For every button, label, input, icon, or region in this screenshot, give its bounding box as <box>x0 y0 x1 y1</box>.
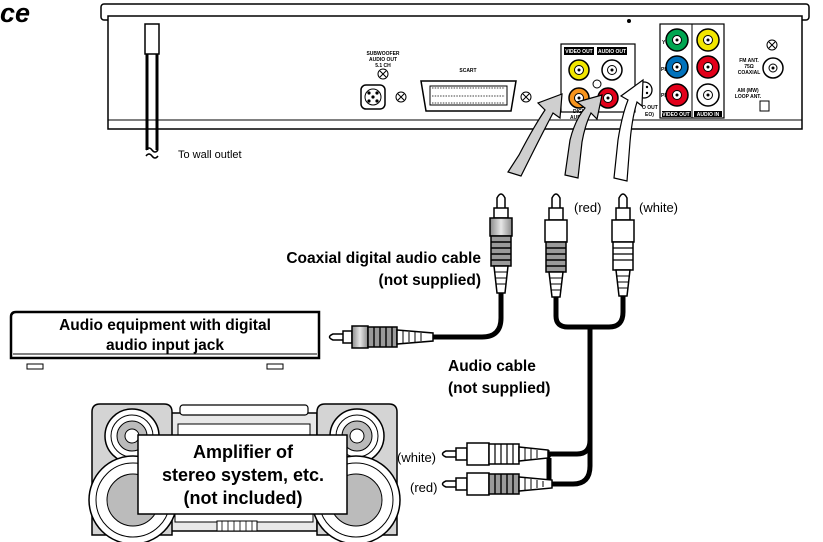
fm-label-1: FM ANT. <box>739 58 759 64</box>
subwoofer-label: SUBWOOFER AUDIO OUT 5.1 CH <box>366 51 399 69</box>
white-plug-top <box>611 193 635 297</box>
subwoofer-line-3: 5.1 CH <box>375 63 391 69</box>
green-jack <box>665 28 689 52</box>
power-cord <box>144 23 160 159</box>
scart-label: SCART <box>459 68 476 74</box>
audio-cable <box>441 193 635 496</box>
video-out-label: VIDEO OUT <box>565 49 593 55</box>
am-label-1: AM (MW) <box>737 88 759 94</box>
component-group-label: VIDEO OUT <box>662 112 690 118</box>
screw-icon <box>766 39 778 51</box>
audio-cable-label-2: (not supplied) <box>448 380 550 397</box>
red-label-top: (red) <box>574 200 601 215</box>
am-label-2: LOOP ANT. <box>735 94 762 100</box>
audio-equipment-label-1: Audio equipment with digital <box>59 317 271 334</box>
am-antenna-terminal <box>759 100 770 112</box>
white-plug-bottom <box>441 442 549 466</box>
subwoofer-connector-icon <box>360 84 386 110</box>
audio-equipment-label-2: audio input jack <box>106 337 224 354</box>
component-y-label: Y <box>662 40 666 46</box>
fm-label-2: 75Ω <box>744 64 754 70</box>
subwoofer-line-1: SUBWOOFER <box>366 51 399 57</box>
red-plug-top <box>544 193 568 298</box>
red-plug-bottom <box>441 472 553 496</box>
svideo-label-1: O OUT <box>642 105 658 111</box>
digital-label-1: DIGI <box>573 109 584 115</box>
screw-icon <box>520 91 532 103</box>
yellow-in-jack <box>696 28 720 52</box>
arrow-red <box>564 94 603 179</box>
red-in-jack <box>696 55 720 79</box>
section-title-fragment: ce <box>0 0 30 28</box>
coaxial-cable <box>328 193 513 349</box>
blue-jack <box>665 55 689 79</box>
amplifier-label-2: stereo system, etc. <box>162 465 324 485</box>
player-back-panel: To wall outlet SUBWOOFER AUDIO OUT 5.1 C… <box>100 3 810 161</box>
white-in-jack <box>696 83 720 107</box>
audio-cable-label-1: Audio cable <box>448 358 536 375</box>
screw-icon <box>377 68 389 80</box>
white-audio-jack <box>601 59 623 81</box>
white-label-top: (white) <box>639 200 678 215</box>
coaxial-plug-vertical <box>489 193 513 294</box>
audio-out-label: AUDIO OUT <box>598 49 626 55</box>
insertion-arrows <box>507 78 644 182</box>
amplifier-label-3: (not included) <box>184 488 303 508</box>
component-block: Y PB PR <box>659 23 725 119</box>
screw-icon <box>395 91 407 103</box>
audio-in-label: AUDIO IN <box>697 112 720 118</box>
red-label-bottom: (red) <box>410 480 437 495</box>
coaxial-plug-horizontal <box>328 325 434 349</box>
scart-connector <box>420 80 517 112</box>
subwoofer-line-2: AUDIO OUT <box>369 57 397 63</box>
audio-equipment-box: Audio equipment with digital audio input… <box>9 310 321 370</box>
component-pr-label: PR <box>661 93 668 99</box>
wall-outlet-label: To wall outlet <box>178 149 242 161</box>
amplifier-label-1: Amplifier of <box>193 442 294 462</box>
red-component-jack <box>665 83 689 107</box>
yellow-video-jack <box>568 59 590 81</box>
digital-label-2: AUDI <box>570 115 583 121</box>
arrow-white <box>613 78 644 182</box>
coaxial-cable-label-2: (not supplied) <box>379 272 481 289</box>
coaxial-cable-label-1: Coaxial digital audio cable <box>286 250 481 267</box>
white-label-bottom: (white) <box>397 450 436 465</box>
arrow-coaxial <box>507 93 563 177</box>
component-pb-label: PB <box>661 67 668 73</box>
fm-antenna-jack <box>762 57 784 79</box>
svideo-label-2: EO) <box>645 112 654 118</box>
stereo-system-illustration: Amplifier of stereo system, etc. (not in… <box>88 403 401 542</box>
fm-label-3: COAXIAL <box>738 70 761 76</box>
